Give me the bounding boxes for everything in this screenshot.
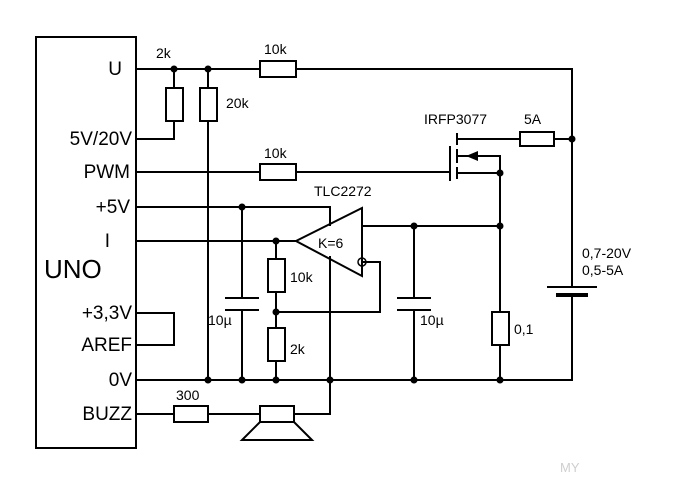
label-2k-feedback: 2k — [290, 341, 306, 357]
label-2k-top: 2k — [156, 45, 172, 61]
fuse-5a — [519, 131, 555, 147]
pin-label-aref: AREF — [81, 335, 132, 356]
uno-module-box — [35, 36, 137, 449]
resistor-2k-feedback — [267, 327, 286, 362]
capacitor-right — [397, 297, 431, 311]
speaker-buzzer — [239, 405, 315, 441]
label-10k-u: 10k — [264, 41, 288, 57]
label-gain: K=6 — [318, 235, 344, 251]
label-cap-right: 10µ — [420, 312, 444, 328]
pin-label-pwm: PWM — [84, 162, 130, 183]
mosfet-arrow — [466, 151, 478, 161]
pin-label-0v: 0V — [109, 370, 133, 391]
label-battery-voltage: 0,7-20V — [582, 245, 632, 261]
label-shunt: 0,1 — [514, 321, 534, 337]
mosfet-irfp3077 — [449, 133, 521, 181]
pin-label-buzz: BUZZ — [82, 404, 132, 425]
junction-dots — [170, 65, 576, 384]
resistor-10k-pwm — [259, 163, 297, 181]
battery — [547, 286, 597, 297]
pin-label-5v: +5V — [96, 197, 131, 218]
resistor-2k-top — [165, 87, 184, 122]
resistor-20k — [199, 87, 218, 122]
resistor-10k-u — [259, 60, 297, 78]
label-irfp3077: IRFP3077 — [424, 111, 487, 127]
label-5a: 5A — [524, 111, 542, 127]
pin-label-3-3v: +3,3V — [82, 303, 133, 324]
label-tlc2272: TLC2272 — [314, 183, 372, 199]
watermark: MY — [560, 460, 580, 475]
pin-label-i: I — [105, 231, 110, 252]
label-10k-feedback: 10k — [290, 269, 314, 285]
capacitor-left — [225, 297, 259, 311]
resistor-shunt-0-1 — [491, 311, 510, 346]
module-name: UNO — [44, 254, 102, 284]
resistor-10k-feedback — [267, 258, 286, 293]
label-battery-current: 0,5-5A — [582, 262, 624, 278]
label-cap-left: 10µ — [208, 312, 232, 328]
resistor-300 — [173, 405, 209, 423]
label-20k: 20k — [226, 95, 250, 111]
pin-label-u: U — [108, 59, 122, 80]
label-10k-pwm: 10k — [264, 145, 288, 161]
pin-label-5v-20v: 5V/20V — [70, 129, 133, 150]
label-300: 300 — [176, 387, 200, 403]
